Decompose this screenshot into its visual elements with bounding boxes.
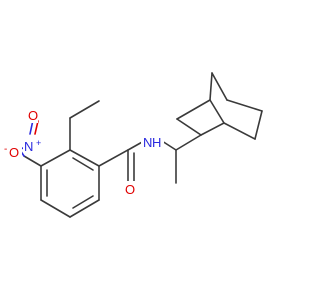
- bond-ring-4: [40, 199, 71, 218]
- norbornane-ring: [176, 72, 263, 140]
- label-amide-nh: N H: [141, 133, 164, 150]
- bond-n-o-top-b: [34, 120, 39, 135]
- label-nitro-o-minus: O -: [4, 144, 22, 160]
- bond-nb-4: [200, 122, 225, 136]
- charge-minus: -: [4, 144, 7, 155]
- bond-nb-5: [226, 99, 263, 112]
- atom-o-carbonyl: O: [125, 182, 135, 197]
- label-carbonyl-o: O: [124, 181, 138, 197]
- bond-ch-to-norbornane: [175, 134, 202, 151]
- bond-nb-2: [176, 99, 211, 120]
- bond-ring-to-carbonyl: [98, 149, 129, 167]
- bond-nb-6: [254, 110, 263, 140]
- bond-ring-inner-2: [72, 195, 94, 209]
- bond-ring-inner-1: [72, 157, 94, 171]
- bond-ring-3: [69, 199, 100, 218]
- label-nitro-o-top: O: [26, 108, 38, 123]
- atom-n-nitro: N: [24, 139, 33, 154]
- bond-methyl-tail: [69, 100, 100, 119]
- atom-o-nitro-minus: O: [9, 145, 19, 160]
- atom-n-amide: N: [143, 135, 152, 150]
- bond-nb-3: [209, 99, 225, 124]
- charge-plus: +: [36, 138, 41, 148]
- bond-ring-to-nitro: [23, 155, 42, 167]
- bond-nb-1: [176, 118, 202, 136]
- atom-o-nitro-top: O: [28, 108, 38, 123]
- bond-n-ch: [161, 140, 177, 151]
- bond-ring-6: [40, 149, 71, 167]
- label-nitro-n: N +: [23, 138, 41, 154]
- atom-h-amide: H: [152, 135, 161, 150]
- bond-nb-bridge-b: [211, 72, 228, 101]
- bond-ring-1: [69, 149, 100, 167]
- benzene-ring: [40, 149, 100, 218]
- bond-nb-7: [223, 122, 256, 140]
- bond-nb-bridge-a: [209, 72, 213, 101]
- molecule-canvas: O N + O - N H O: [4, 72, 263, 218]
- molecule-structure: O N + O - N H O: [4, 72, 263, 218]
